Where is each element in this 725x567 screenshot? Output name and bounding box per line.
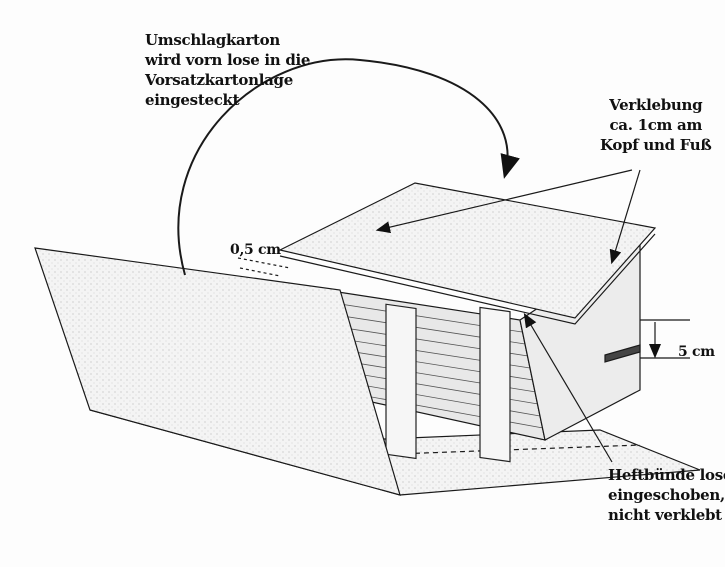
label-line: Kopf und Fuß	[600, 136, 712, 154]
sewing-arrow	[523, 312, 613, 463]
glue-arrow-right	[609, 169, 641, 265]
label-dim-small: 0,5 cm	[230, 242, 281, 258]
insert-arrow	[177, 58, 520, 276]
label-sewing: Heftbünde lose eingeschoben, nicht verkl…	[608, 465, 725, 525]
label-line: Vorsatzkartonlage	[145, 71, 293, 89]
top-board	[278, 182, 657, 319]
label-cover: Umschlagkarton wird vorn lose in die Vor…	[145, 30, 310, 110]
dim-small-lines	[237, 257, 291, 277]
label-line: Heftbünde lose	[608, 466, 725, 484]
label-line: eingesteckt	[145, 91, 240, 109]
cover-flap	[34, 247, 401, 496]
label-dim-large: 5 cm	[678, 344, 715, 360]
dim-large-lines	[640, 319, 690, 358]
label-line: nicht verklebt !	[608, 506, 725, 524]
label-line: Verklebung	[609, 96, 703, 114]
label-glue: Verklebung ca. 1cm am Kopf und Fuß	[600, 95, 712, 155]
label-line: eingeschoben,	[608, 486, 725, 504]
glue-arrow-left	[375, 169, 633, 234]
label-line: wird vorn lose in die	[145, 51, 311, 69]
label-line: Umschlagkarton	[145, 31, 280, 49]
label-line: ca. 1cm am	[609, 116, 703, 134]
